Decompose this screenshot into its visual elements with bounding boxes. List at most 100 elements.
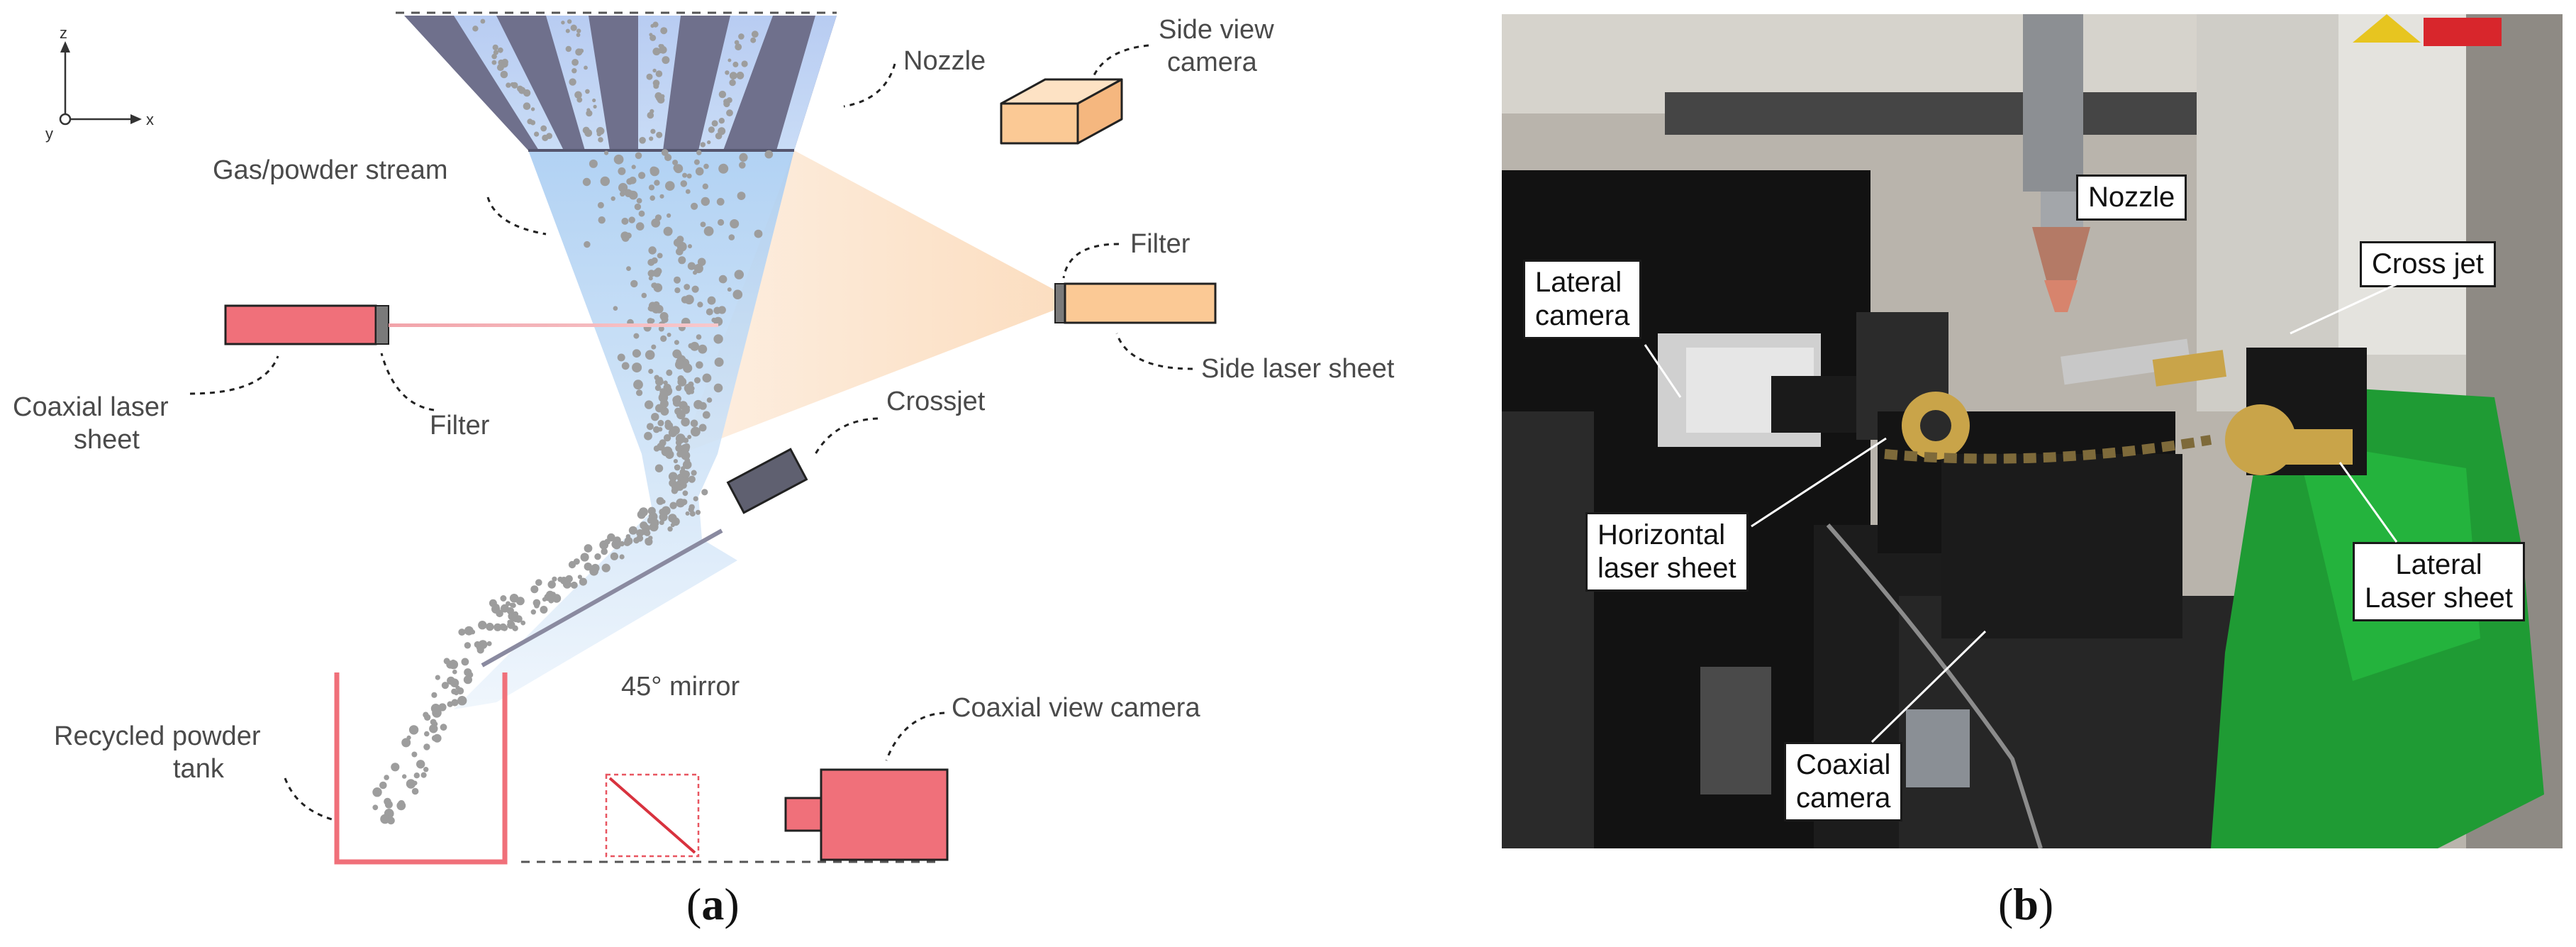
- powder-particle: [684, 294, 694, 305]
- powder-particle: [431, 735, 438, 741]
- powder-particle: [618, 167, 626, 175]
- powder-particle: [640, 521, 648, 530]
- powder-particle: [671, 482, 681, 492]
- powder-particle: [738, 33, 745, 40]
- label-coaxial-laser-sheet-line1: Coaxial laser: [13, 392, 169, 422]
- powder-particle: [584, 240, 591, 248]
- powder-particle: [696, 361, 703, 369]
- powder-particle: [598, 216, 606, 224]
- powder-particle: [659, 389, 669, 399]
- callout-lateral-laser-sheet: Lateral Laser sheet: [2353, 542, 2526, 622]
- powder-particle: [570, 581, 578, 589]
- powder-particle: [384, 775, 389, 780]
- coordinate-axes: [59, 41, 142, 126]
- powder-particle: [702, 183, 708, 189]
- powder-particle: [667, 526, 673, 532]
- mirror-45: [605, 773, 700, 858]
- powder-particle: [648, 184, 655, 191]
- caption-a-letter: a: [701, 879, 725, 929]
- powder-particle: [509, 602, 515, 607]
- powder-particle: [423, 711, 429, 718]
- powder-particle: [634, 350, 642, 357]
- powder-particle: [620, 191, 625, 197]
- powder-particle: [648, 368, 654, 375]
- label-gas-powder-stream: Gas/powder stream: [213, 155, 448, 185]
- powder-particle: [690, 341, 699, 351]
- powder-particle: [638, 210, 645, 217]
- powder-particle: [411, 787, 419, 795]
- recycled-powder-tank: [334, 672, 508, 865]
- side-view-camera: [1000, 78, 1123, 145]
- powder-particle: [637, 510, 646, 519]
- leader-gas-powder-stream: [486, 196, 547, 236]
- powder-particle: [657, 465, 663, 471]
- powder-particle: [429, 724, 438, 733]
- coaxial-laser-beam: [389, 323, 718, 327]
- powder-particle: [565, 45, 571, 52]
- powder-particle: [401, 738, 411, 748]
- powder-particle: [682, 460, 692, 470]
- powder-particle: [725, 70, 730, 75]
- powder-particle: [706, 308, 713, 316]
- powder-particle: [607, 533, 615, 542]
- powder-particle: [431, 692, 437, 698]
- powder-particle: [589, 159, 598, 168]
- powder-particle: [569, 78, 576, 86]
- powder-particle: [693, 399, 703, 409]
- powder-particle: [633, 380, 643, 390]
- label-side-laser-sheet: Side laser sheet: [1201, 354, 1395, 384]
- powder-particle: [650, 128, 656, 134]
- powder-particle: [679, 482, 687, 489]
- powder-particle: [582, 177, 591, 187]
- powder-particle: [726, 109, 733, 117]
- powder-particle: [406, 735, 411, 740]
- label-recycled-tank-line2: tank: [173, 754, 225, 784]
- powder-particle: [700, 142, 706, 148]
- coaxial-view-camera-lens: [784, 797, 823, 832]
- powder-particle: [690, 419, 698, 428]
- powder-particle: [464, 668, 472, 677]
- powder-particle: [440, 724, 447, 731]
- powder-particle: [645, 400, 654, 409]
- powder-particle: [683, 363, 693, 373]
- powder-particle: [696, 334, 702, 340]
- powder-particle: [478, 621, 487, 630]
- powder-particle: [667, 213, 671, 218]
- axis-x-label: x: [146, 111, 154, 128]
- powder-particle: [597, 201, 604, 209]
- powder-particle: [660, 27, 668, 35]
- powder-particle: [631, 165, 636, 170]
- experimental-setup-photo: [1502, 14, 2563, 848]
- powder-particle: [552, 576, 557, 582]
- powder-particle: [754, 229, 763, 238]
- powder-particle: [651, 282, 657, 289]
- powder-particle: [648, 246, 657, 255]
- powder-particle: [726, 97, 732, 104]
- coaxial-laser-filter: [375, 305, 389, 345]
- powder-particle: [676, 248, 684, 256]
- powder-particle: [739, 153, 748, 162]
- powder-particle: [493, 50, 499, 55]
- powder-particle: [764, 150, 774, 159]
- powder-particle: [659, 439, 667, 447]
- powder-particle: [661, 316, 669, 323]
- powder-particle: [646, 73, 653, 80]
- powder-particle: [611, 540, 620, 549]
- powder-particle: [654, 179, 660, 186]
- powder-particle: [542, 134, 549, 141]
- powder-particle: [430, 704, 441, 714]
- powder-particle: [696, 150, 702, 155]
- powder-particle: [674, 340, 679, 345]
- powder-particle: [542, 597, 547, 602]
- powder-particle: [674, 464, 681, 471]
- powder-particle: [688, 244, 692, 249]
- powder-particle: [703, 226, 714, 236]
- powder-particle: [718, 127, 726, 135]
- powder-particle: [584, 544, 593, 553]
- powder-particle: [565, 28, 570, 33]
- powder-particle: [438, 703, 447, 711]
- powder-particle: [708, 126, 715, 133]
- powder-particle: [687, 435, 692, 439]
- powder-particle: [685, 511, 690, 516]
- powder-particle: [628, 216, 635, 223]
